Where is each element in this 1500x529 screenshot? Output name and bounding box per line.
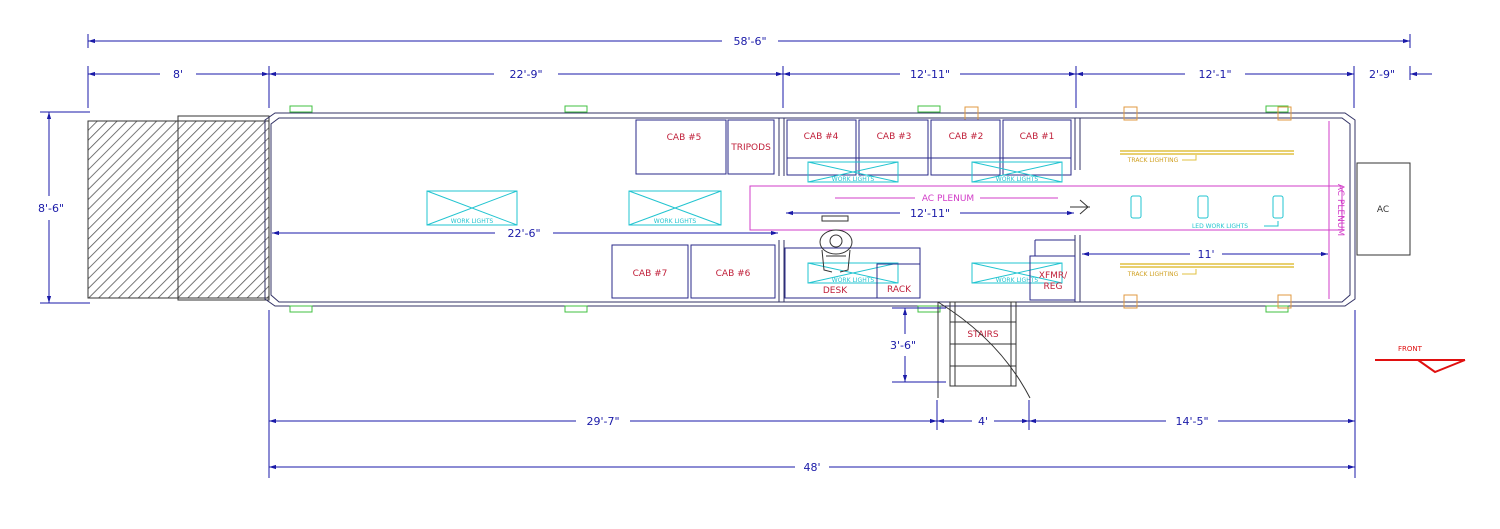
- rack-label: RACK: [887, 285, 912, 295]
- dim-interior-mid-label: 12'-11": [910, 207, 950, 220]
- ac-plenum-vertical-label: AC PLENUM: [1335, 184, 1345, 236]
- track-lighting: TRACK LIGHTING TRACK LIGHTING: [1120, 150, 1294, 278]
- dim-interior-right-label: 11': [1197, 248, 1214, 261]
- work-light-5-label: WORK LIGHTS: [832, 277, 875, 284]
- xfmr-reg: [1029, 255, 1076, 301]
- desk-label: DESK: [823, 286, 848, 296]
- dim-cabinet-row-label: 12'-11": [910, 68, 950, 81]
- cab4-label: CAB #4: [804, 132, 839, 142]
- led-light-3: [1272, 195, 1284, 219]
- work-light-4: [971, 161, 1063, 183]
- dim-body-length-label: 48': [803, 461, 820, 474]
- cab5-label: CAB #5: [667, 133, 702, 143]
- work-light-1: [426, 190, 518, 226]
- ac-unit: AC: [1356, 162, 1411, 256]
- dim-width: 8'-6": [38, 111, 90, 304]
- dim-overall-length-label: 58'-6": [733, 35, 766, 48]
- dim-front-section-label: 22'-9": [509, 68, 542, 81]
- led-light-1: [1130, 195, 1142, 219]
- work-light-3-label: WORK LIGHTS: [832, 176, 875, 183]
- cab6-label: CAB #6: [716, 269, 751, 279]
- work-lights: WORK LIGHTS WORK LIGHTS WORK LIGHTS WORK…: [426, 161, 1284, 284]
- dim-width-label: 8'-6": [38, 202, 64, 215]
- ac-plenum: AC PLENUM AC PLENUM: [749, 121, 1345, 299]
- dim-rear-section-label: 12'-1": [1198, 68, 1231, 81]
- dim-lower-right-label: 14'-5": [1175, 415, 1208, 428]
- dim-stair-depth-label: 3'-6": [890, 339, 916, 352]
- tripods-cabinet: [727, 119, 775, 175]
- work-light-3: [807, 161, 899, 183]
- cab2: [930, 119, 1001, 176]
- cab5: [635, 119, 727, 175]
- track-lighting-bottom-label: TRACK LIGHTING: [1127, 271, 1179, 278]
- work-light-2-label: WORK LIGHTS: [654, 218, 697, 225]
- stairs-label: STAIRS: [967, 330, 999, 340]
- interior-dimensions: 22'-6" 12'-11" 11': [272, 207, 1328, 261]
- cab2-label: CAB #2: [949, 132, 984, 142]
- reg-label: REG: [1044, 282, 1063, 292]
- dim-overall-length: 58'-6": [87, 34, 1411, 48]
- front-label: FRONT: [1398, 345, 1423, 353]
- track-lighting-top-label: TRACK LIGHTING: [1127, 157, 1179, 164]
- front-arrow: FRONT: [1375, 345, 1466, 374]
- cabinet-row-bottom: CAB #7 CAB #6 DESK RACK XFMR/ REG: [611, 239, 1076, 301]
- work-light-4-label: WORK LIGHTS: [996, 176, 1039, 183]
- cab6: [690, 244, 776, 299]
- work-light-6-label: WORK LIGHTS: [996, 277, 1039, 284]
- cab3-label: CAB #3: [877, 132, 912, 142]
- cab3: [858, 119, 929, 176]
- cab1-label: CAB #1: [1020, 132, 1055, 142]
- dim-ac-unit-label: 2'-9": [1369, 68, 1395, 81]
- dim-stair-depth: 3'-6": [890, 307, 946, 383]
- cab4: [786, 119, 857, 176]
- cabinet-row-top: CAB #5 TRIPODS CAB #4 CAB #3 CAB #2 CAB …: [635, 119, 1072, 176]
- work-light-2: [628, 190, 722, 226]
- operator-figure: [819, 215, 853, 273]
- dim-bottom-segments: 29'-7" 4' 14'-5" 48': [268, 310, 1356, 478]
- tripods-label: TRIPODS: [730, 143, 771, 153]
- dim-hitch-label: 8': [173, 68, 183, 81]
- dim-top-segments: 8' 22'-9" 12'-11" 12'-1" 2'-9": [87, 66, 1432, 108]
- dim-interior-left-label: 22'-6": [507, 227, 540, 240]
- xfmr-label: XFMR/: [1039, 271, 1068, 281]
- rack: [876, 263, 921, 299]
- led-work-lights-label: LED WORK LIGHTS: [1192, 223, 1248, 230]
- led-light-2: [1197, 195, 1209, 219]
- cab7-label: CAB #7: [633, 269, 668, 279]
- dim-stairs-width-label: 4': [978, 415, 988, 428]
- dim-lower-left-label: 29'-7": [586, 415, 619, 428]
- cab7: [611, 244, 689, 299]
- work-light-5: [807, 262, 899, 284]
- ac-label: AC: [1377, 205, 1389, 215]
- cab1: [1002, 119, 1072, 176]
- stairs: STAIRS: [937, 301, 1031, 399]
- work-light-6: [971, 262, 1063, 284]
- work-light-1-label: WORK LIGHTS: [451, 218, 494, 225]
- ac-plenum-label: AC PLENUM: [922, 194, 974, 204]
- trailer-body: [87, 105, 1356, 313]
